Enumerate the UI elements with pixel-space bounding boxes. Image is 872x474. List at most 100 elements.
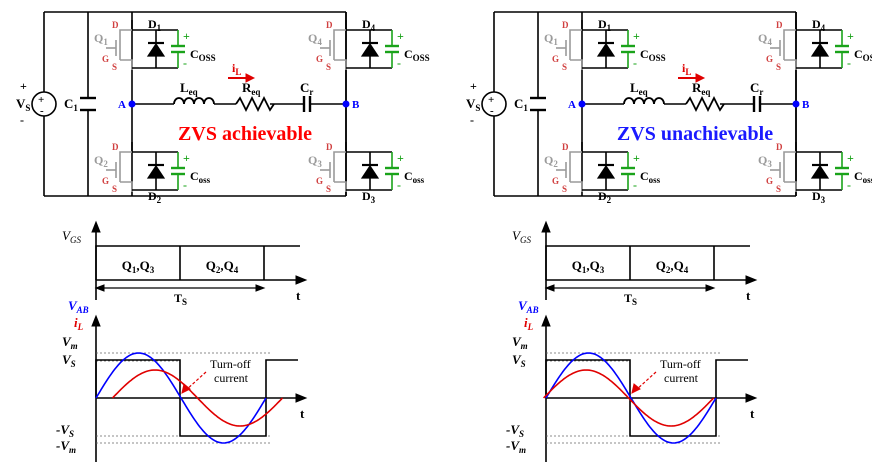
phase2-label: Q2,Q4 (656, 258, 689, 275)
pin-d-label: D (776, 142, 783, 152)
vgs-label-main: V (512, 228, 522, 243)
pin-d-label-main: D (776, 142, 783, 152)
coss-minus: - (183, 178, 187, 192)
coss-plus-main: + (397, 29, 404, 43)
source-circle (31, 91, 57, 117)
d-label-main: D (812, 189, 821, 203)
mosfet-body (329, 151, 347, 192)
t-label-main: t (746, 288, 751, 303)
vm-label: Vm (62, 334, 78, 351)
pin-d-label-main: D (562, 142, 569, 152)
status-text: ZVS unachievable (617, 123, 773, 145)
q-label-sub: 4 (767, 37, 772, 47)
source-plus-main: + (20, 79, 27, 93)
node-b-label: B (352, 99, 360, 111)
pin-s-label-main: S (112, 62, 117, 72)
pin-g-label-main: G (766, 176, 773, 186)
node-a (128, 100, 136, 108)
pin-d-label-main: D (326, 142, 333, 152)
coss-label: Coss (854, 169, 872, 185)
d-label-main: D (362, 189, 371, 203)
coss-label-sub: oss (199, 175, 211, 185)
coss-minus-main: - (183, 56, 187, 70)
coss-plus-main: + (633, 29, 640, 43)
source-minus-inner: - (40, 105, 44, 117)
coss-label-sub: OSS (413, 53, 430, 63)
d-label-sub: 1 (607, 23, 612, 33)
phase1-part: 1 (132, 265, 137, 275)
inductor-coil (173, 97, 215, 105)
pin-d-label-main: D (326, 20, 333, 30)
period-label: TS (174, 291, 187, 307)
neg-vm-label-main: -V (56, 438, 70, 453)
coss-label-sub: oss (413, 175, 425, 185)
node-b-label-main: B (352, 99, 360, 111)
d-label: D2 (598, 189, 612, 205)
coss-minus: - (397, 56, 401, 70)
node-a-label-main: A (118, 99, 126, 111)
phase2-part: Q (206, 258, 216, 273)
resistor-label-main: R (692, 80, 702, 95)
time-axis-arrow (295, 275, 308, 285)
pin-g-label: G (552, 54, 559, 64)
time-axis-arrow (745, 275, 758, 285)
coss-label-sub: OSS (199, 53, 216, 63)
wave-y-arrow (91, 314, 101, 327)
coss-label-sub: OSS (649, 53, 666, 63)
inductor (623, 97, 665, 105)
coss-minus: - (847, 56, 851, 70)
wave-y-arrow (541, 314, 551, 327)
pin-s-label-main: S (776, 62, 781, 72)
node-b-label-main: B (802, 99, 810, 111)
inductor-label: Leq (630, 80, 648, 97)
q-label-main: Q (758, 31, 767, 45)
current-arrow-head (695, 73, 706, 83)
gate-pulses (95, 245, 300, 280)
phase1-part: 3 (150, 265, 155, 275)
inductor (173, 97, 215, 105)
d-label: D3 (362, 189, 376, 205)
q-label-sub: 4 (317, 37, 322, 47)
q-label-sub: 2 (553, 159, 558, 169)
wave-t-label-main: t (300, 406, 305, 421)
vs-label-sub: S (71, 359, 76, 369)
phase1-part: Q (122, 258, 132, 273)
phase1-label: Q1,Q3 (122, 258, 155, 275)
q-label: Q3 (308, 153, 322, 169)
coss-minus-main: - (183, 178, 187, 192)
il-current-wave (111, 369, 284, 427)
c1-label-main: C (64, 96, 73, 111)
period-label-main: T (174, 291, 182, 305)
node-b (342, 100, 350, 108)
pin-d-label: D (326, 142, 333, 152)
d-label-main: D (148, 17, 157, 31)
wave-t-label: t (300, 406, 305, 421)
coss-label: COSS (190, 47, 216, 63)
coss-label: Coss (190, 169, 211, 185)
wave-x-arrow (745, 393, 758, 403)
vab-label-main: V (68, 298, 78, 313)
vm-label: Vm (512, 334, 528, 351)
phase2-part: ,Q (220, 258, 233, 273)
pin-d-label-main: D (112, 20, 119, 30)
coss-plus: + (633, 151, 640, 165)
coss-label-sub: oss (863, 175, 872, 185)
node-a (578, 100, 586, 108)
coss-plus-main: + (847, 29, 854, 43)
vgs-label: VGS (512, 228, 531, 245)
current-label-main: i (232, 61, 236, 75)
pin-g-label: G (316, 176, 323, 186)
vm-label-sub: m (71, 341, 78, 351)
inductor-label-sub: eq (639, 87, 648, 97)
node-b (792, 100, 800, 108)
wave-t-label-main: t (750, 406, 755, 421)
annot-line1-main: Turn-off (660, 357, 701, 371)
coss-plus-main: + (633, 151, 640, 165)
mosfet-body (779, 29, 797, 70)
source-minus-inner: - (490, 105, 494, 117)
phase2-label: Q2,Q4 (206, 258, 239, 275)
